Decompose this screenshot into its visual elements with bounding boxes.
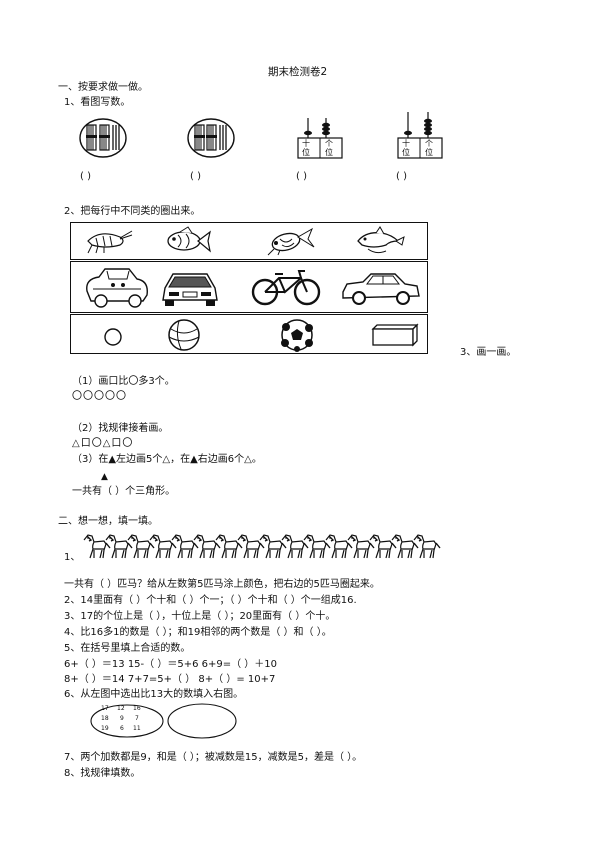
answer-blank[interactable]: ( ) [80,171,91,182]
number-set-left: 17 12 16 18 9 7 19 6 11 [89,703,165,739]
volleyball-icon [168,319,200,351]
stick-bundle-figure [187,118,235,158]
set-number: 16 [133,705,141,712]
bicycle-icon [251,270,321,306]
page-title: 期末检测卷2 [268,66,328,78]
picture-row-vehicles [70,261,428,313]
pattern-sequence: △口〇△口〇 [72,438,134,449]
picture-row-animals [70,222,428,260]
set-number: 18 [101,715,109,722]
shrimp-icon [87,230,133,254]
set-number: 6 [120,725,124,732]
ring-icon [104,328,122,346]
task-3: （3）在▲左边画5个△，在▲右边画6个△。 [72,454,262,465]
question-2-7: 7、两个加数都是9，和是（ ）；被减数是15，减数是5，差是（ ）。 [64,752,363,763]
question-1-1: 1、看图写数。 [64,97,131,108]
question-2-3: 3、17的个位上是（ ），十位上是（ ）；20里面有（ ）个十。 [64,611,336,622]
answer-blank[interactable]: ( ) [190,171,201,182]
fish-icon [167,226,211,253]
car-icon [162,273,218,306]
picture-row-objects [70,314,428,354]
section-2-heading: 二、想一想，填一填。 [58,516,158,527]
answer-blank[interactable]: ( ) [396,171,407,182]
question-2-4: 4、比16多1的数是（ ）；和19相邻的两个数是（ ）和（ ）。 [64,627,332,638]
question-2-8: 8、找规律填数。 [64,768,141,779]
dolphin-icon [357,226,405,254]
question-2-2: 2、14里面有（ ）个十和（ ）个一；（ ）个十和（ ）个一组成16. [64,595,357,606]
question-1-2: 2、把每行中不同类的圈出来。 [64,206,201,217]
task-2: （2）找规律接着画。 [72,423,169,434]
set-number: 17 [101,705,109,712]
answer-blank[interactable]: ( ) [296,171,307,182]
fill-equations-line-2[interactable]: 8+（ ）＝14 7+7=5+（ ） 8+（ ）= 10+7 [64,674,276,685]
circle-row: 〇〇〇〇〇 [72,391,127,402]
triangle-total-question[interactable]: 一共有（ ）个三角形。 [72,486,176,497]
fill-equations-line-1[interactable]: 6+（ ）＝13 15-（ ）＝5+6 6+9=（ ）＋10 [64,659,278,670]
brick-icon [371,323,419,347]
car-icon [86,268,148,308]
question-2-1-number: 1、 [64,552,81,563]
set-number: 19 [101,725,109,732]
question-2-1: 一共有（ ）匹马？给从左数第5匹马涂上颜色，把右边的5匹马圈起来。 [64,579,380,590]
goldfish-icon [267,227,315,256]
horse-row-figure [83,534,441,559]
answer-set-right[interactable] [166,702,238,740]
set-number: 12 [117,705,125,712]
set-number: 7 [135,715,139,722]
soccer-ball-icon [281,319,313,352]
question-2-6: 6、从左图中选出比13大的数填入右图。 [64,689,244,700]
question-1-3: 3、画一画。 [460,347,517,358]
car-icon [342,273,420,305]
abacus-figure: 十 个 位 位 [396,110,446,162]
stick-bundle-figure [79,118,127,158]
question-2-5: 5、在括号里填上合适的数。 [64,643,191,654]
task-1: （1）画口比〇多3个。 [72,376,175,387]
abacus-figure: 十 个 位 位 [296,114,346,162]
set-number: 11 [133,725,141,732]
triangle-marker: ▲ [101,472,108,482]
section-1-heading: 一、按要求做一做。 [58,82,148,93]
set-number: 9 [120,715,124,722]
